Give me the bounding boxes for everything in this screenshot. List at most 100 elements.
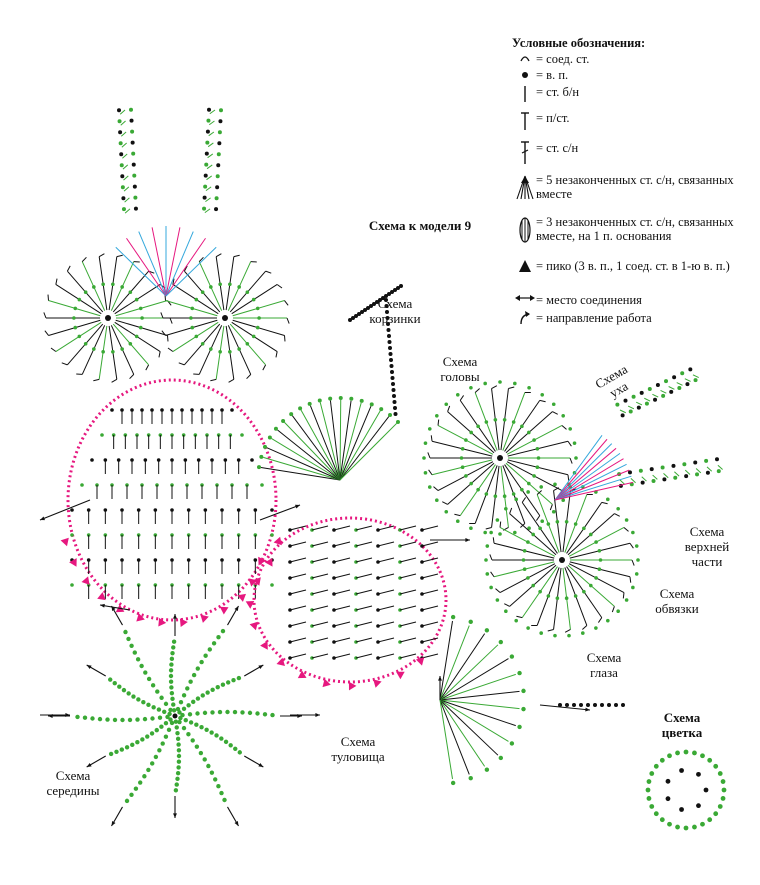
stitch-dot: [120, 285, 124, 289]
ring-dot: [667, 753, 672, 759]
ear-dot: [131, 162, 136, 167]
ear-dot: [714, 457, 719, 462]
ear-dot: [636, 405, 641, 410]
stitch-line: [421, 573, 439, 579]
stitch-line: [439, 620, 454, 701]
stitch-line: [50, 347, 57, 352]
legend-item: = направление работа: [514, 311, 754, 329]
petal-dot: [135, 717, 140, 722]
ear-dot: [685, 382, 690, 387]
stitch-dot: [493, 417, 498, 422]
ear-dot: [203, 173, 208, 178]
ear-dot: [673, 475, 678, 480]
stitch-dot: [73, 306, 78, 311]
picot-mark: [81, 576, 90, 585]
petal-dot: [142, 774, 147, 779]
petal-dot: [126, 636, 131, 642]
ring-dot: [649, 771, 655, 776]
ring-dot: [484, 558, 488, 562]
stitch-line: [339, 416, 390, 481]
handle-dot: [348, 318, 352, 322]
direction-icon: [514, 311, 536, 325]
join-arrowhead: [438, 676, 442, 681]
petal-dot: [146, 702, 151, 708]
ring-dot: [489, 530, 493, 535]
ear-dot: [649, 467, 654, 472]
ear-dot: [117, 108, 122, 113]
ring-dot: [551, 509, 556, 514]
petal-dot: [124, 798, 130, 804]
stitch-line: [377, 605, 395, 611]
ear-dot: [132, 173, 137, 178]
stitch-line: [635, 401, 643, 406]
stitch-line: [311, 525, 329, 531]
stitch-line: [204, 208, 211, 214]
ring-dot: [721, 787, 727, 793]
petal-dot: [228, 743, 233, 748]
picot-mark: [276, 657, 285, 666]
stitch-line: [311, 557, 329, 563]
handle-dot: [384, 294, 388, 298]
handle-dot: [393, 406, 397, 410]
stitch-dot: [564, 519, 569, 524]
ear-dot: [217, 141, 222, 146]
fan-dot: [395, 420, 400, 425]
ring-dot: [580, 631, 585, 635]
row-dot: [270, 508, 274, 512]
label-center: Схема середины: [46, 768, 100, 798]
stitch-line: [629, 576, 632, 583]
ear-dot: [214, 196, 219, 201]
stitch-line: [311, 637, 329, 643]
stitch-line: [124, 197, 130, 203]
stitch-line: [262, 364, 267, 371]
ear-dot: [677, 385, 682, 390]
ring-dot: [572, 441, 577, 445]
ear-dot: [660, 465, 665, 470]
diagram-title: Схема к модели 9: [368, 218, 472, 233]
petal-dot: [262, 712, 268, 717]
stitch-line: [263, 456, 341, 481]
stitch-line: [553, 487, 560, 491]
ring-dot: [423, 441, 428, 445]
stitch-line: [300, 409, 341, 481]
stitch-line: [55, 278, 58, 285]
petal-dot: [188, 679, 193, 684]
petal-dot: [174, 782, 179, 787]
row-dot: [70, 508, 74, 512]
stitch-line: [619, 479, 626, 485]
stitch-dot: [484, 492, 489, 496]
petal-dot: [136, 697, 141, 702]
stitch-dot: [536, 456, 541, 460]
handle-dot: [357, 312, 361, 316]
stitch-line: [554, 481, 634, 501]
petal-dot: [153, 754, 159, 760]
stitch-line: [355, 589, 373, 595]
petal-dot: [217, 709, 223, 715]
ring-dot: [423, 471, 428, 475]
body-outline: [252, 516, 448, 684]
stitch-line: [421, 621, 439, 627]
stitch-line: [439, 658, 509, 701]
picot-mark: [273, 536, 282, 546]
handle-dot: [366, 306, 370, 310]
stitch-dot: [476, 424, 480, 429]
petal-dot: [216, 634, 221, 640]
ring-dot: [653, 811, 659, 817]
stitch-line: [492, 537, 495, 544]
stitch-line: [138, 231, 167, 297]
stitch-dot: [257, 316, 261, 320]
petal-dot: [131, 694, 136, 699]
ring-dot: [574, 456, 578, 460]
stitch-line: [289, 653, 307, 659]
ring-dot: [444, 402, 449, 407]
picot-mark: [258, 556, 266, 566]
join-arrowhead: [40, 516, 45, 521]
ring-dot: [444, 509, 449, 514]
stitch-line: [644, 397, 651, 402]
handle-dot: [388, 352, 393, 356]
petal-dot: [204, 727, 209, 732]
ear-dot: [216, 163, 221, 168]
ring-dot: [427, 427, 432, 431]
fan-dot: [498, 755, 504, 761]
stitch-line: [377, 557, 395, 563]
